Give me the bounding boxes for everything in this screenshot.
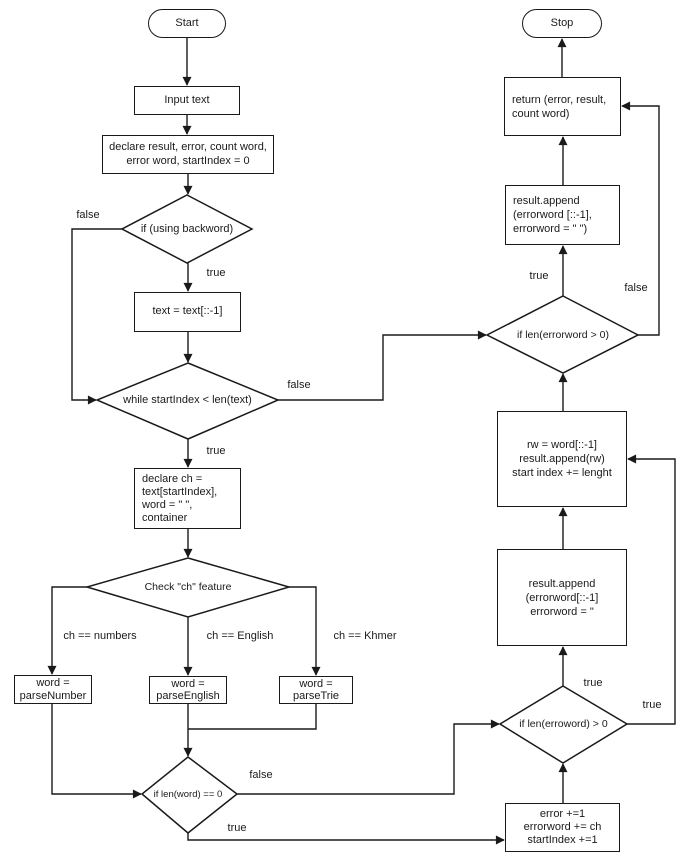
while-loop-decision bbox=[95, 362, 280, 440]
edge-label-ch-numbers: ch == numbers bbox=[63, 630, 137, 642]
connector-trie-merge bbox=[188, 704, 317, 730]
len-word-decision bbox=[140, 756, 239, 834]
edge-label-while-false: false bbox=[287, 379, 311, 391]
declare-vars-node: declare result, error, count word, error… bbox=[102, 135, 274, 174]
connector-lenword-false bbox=[237, 719, 500, 795]
connector-erroword-true-right bbox=[627, 454, 676, 725]
connector-check-numbers bbox=[47, 586, 87, 675]
connector-number-lenword bbox=[51, 704, 142, 799]
input-text-node: Input text bbox=[134, 86, 240, 115]
parse-number-node: word = parseNumber bbox=[14, 675, 92, 704]
edge-label-erroword-true-right: true bbox=[642, 699, 662, 711]
edge-label-lenword-true: true bbox=[227, 822, 247, 834]
append-errorword-node: result.append (errorword [::-1], errorwo… bbox=[505, 185, 620, 245]
start-terminator: Start bbox=[148, 9, 226, 38]
edge-label-errorword-false: false bbox=[624, 282, 648, 294]
edge-label-lenword-false: false bbox=[249, 769, 273, 781]
while-loop-decision-label: while startIndex < len(text) bbox=[123, 394, 252, 406]
len-erroword-decision-label: if len(erroword) > 0 bbox=[519, 718, 608, 730]
edge-label-ch-khmer: ch == Khmer bbox=[333, 630, 397, 642]
using-backword-decision-label: if (using backword) bbox=[140, 223, 234, 235]
check-ch-decision bbox=[84, 557, 292, 618]
stop-terminator: Stop bbox=[522, 9, 602, 38]
connector-errorword-false bbox=[621, 101, 660, 336]
connector-while-false bbox=[278, 330, 487, 401]
error-increment-node: error +=1 errorword += ch startIndex +=1 bbox=[505, 803, 620, 852]
edge-label-errorword-true: true bbox=[529, 270, 549, 282]
reverse-text-node: text = text[::-1] bbox=[134, 292, 241, 332]
using-backword-decision bbox=[120, 194, 254, 264]
parse-trie-node: word = parseTrie bbox=[279, 676, 353, 704]
edge-label-erroword-true-up: true bbox=[583, 677, 603, 689]
len-errorword-decision bbox=[485, 295, 640, 374]
connector-backword-false bbox=[71, 228, 122, 405]
edge-label-backword-false: false bbox=[76, 209, 100, 221]
parse-english-node: word = parseEnglish bbox=[149, 676, 227, 704]
connector-check-khmer bbox=[289, 586, 321, 676]
return-result-node: return (error, result, count word) bbox=[504, 77, 621, 136]
rw-assign-node: rw = word[::-1] result.append(rw) start … bbox=[497, 411, 627, 507]
len-word-decision-label: if len(word) == 0 bbox=[153, 788, 223, 800]
connector-lenword-true bbox=[187, 833, 505, 845]
len-errorword-decision-label: if len(errorword > 0) bbox=[517, 329, 609, 341]
edge-label-backword-true: true bbox=[206, 267, 226, 279]
append-erroword-node: result.append (errorword[::-1] errorword… bbox=[497, 549, 627, 646]
check-ch-decision-label: Check "ch" feature bbox=[144, 581, 232, 593]
len-erroword-decision bbox=[498, 685, 629, 764]
edge-label-while-true: true bbox=[206, 445, 226, 457]
declare-ch-node: declare ch = text[startIndex], word = " … bbox=[134, 468, 241, 529]
edge-label-ch-english: ch == English bbox=[206, 630, 274, 642]
